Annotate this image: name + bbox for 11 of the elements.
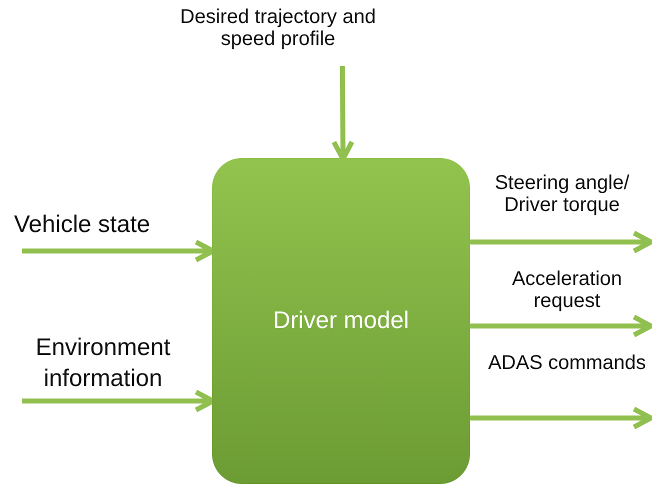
signal-label: Desired trajectory and speed profile: [179, 6, 377, 50]
signal-label: Steering angle/ Driver torque: [494, 172, 630, 216]
signal-label: Vehicle state: [14, 212, 152, 238]
signal-label: ADAS commands: [488, 352, 646, 374]
arrow: [470, 314, 652, 338]
signal-label: Acceleration request: [510, 268, 624, 312]
arrow: [470, 406, 652, 430]
arrow: [470, 230, 652, 254]
box-label: Driver model: [272, 307, 410, 335]
process-box: [212, 158, 470, 484]
signal-label: Environment information: [34, 333, 172, 394]
